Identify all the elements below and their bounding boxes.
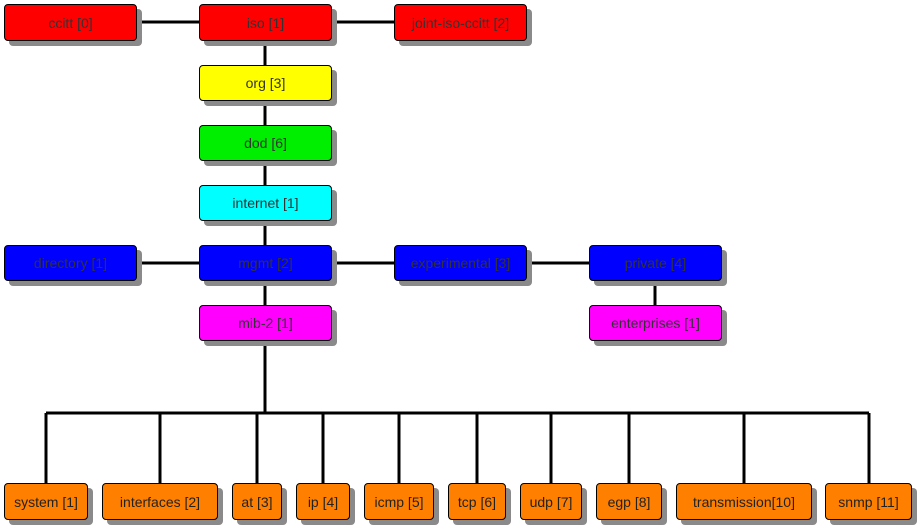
node-label: tcp [6] <box>457 493 497 510</box>
node-experimental[interactable]: experimental [3] <box>394 245 527 281</box>
node-system[interactable]: system [1] <box>4 483 88 520</box>
node-private[interactable]: private [4] <box>589 245 722 281</box>
node-org[interactable]: org [3] <box>199 65 332 101</box>
node-label: transmission[10] <box>693 493 795 510</box>
node-joint-iso-ccitt[interactable]: joint-iso-ccitt [2] <box>394 4 527 41</box>
node-label: mib-2 [1] <box>238 315 293 331</box>
node-dod[interactable]: dod [6] <box>199 125 332 161</box>
node-ip[interactable]: ip [4] <box>296 483 350 520</box>
node-internet[interactable]: internet [1] <box>199 185 332 221</box>
node-label: ip [4] <box>307 493 339 510</box>
node-transmission[interactable]: transmission[10] <box>676 483 812 520</box>
node-directory[interactable]: directory [1] <box>4 245 137 281</box>
node-label: icmp [5] <box>374 493 424 510</box>
node-label: org [3] <box>245 75 286 91</box>
node-label: interfaces [2] <box>119 493 201 510</box>
node-label: enterprises [1] <box>611 315 700 331</box>
node-label: snmp [11] <box>838 493 899 510</box>
node-icmp[interactable]: icmp [5] <box>364 483 434 520</box>
node-label: system [1] <box>14 493 78 510</box>
node-mgmt[interactable]: mgmt [2] <box>199 245 332 281</box>
node-label: joint-iso-ccitt [2] <box>411 14 510 31</box>
node-udp[interactable]: udp [7] <box>520 483 582 520</box>
node-label: at [3] <box>241 493 273 510</box>
node-iso[interactable]: iso [1] <box>199 4 332 41</box>
node-label: dod [6] <box>244 135 287 151</box>
node-label: udp [7] <box>529 493 573 510</box>
node-snmp[interactable]: snmp [11] <box>825 483 912 520</box>
node-label: directory [1] <box>33 255 108 271</box>
node-label: ccitt [0] <box>48 14 93 31</box>
node-at[interactable]: at [3] <box>232 483 282 520</box>
node-label: internet [1] <box>232 195 299 211</box>
node-mib-2[interactable]: mib-2 [1] <box>199 305 332 341</box>
node-egp[interactable]: egp [8] <box>596 483 662 520</box>
node-enterprises[interactable]: enterprises [1] <box>589 305 722 341</box>
node-label: egp [8] <box>607 493 651 510</box>
node-label: experimental [3] <box>410 255 511 271</box>
node-label: iso [1] <box>246 14 285 31</box>
node-label: private [4] <box>624 255 687 271</box>
node-tcp[interactable]: tcp [6] <box>448 483 506 520</box>
node-ccitt[interactable]: ccitt [0] <box>4 4 137 41</box>
node-interfaces[interactable]: interfaces [2] <box>102 483 218 520</box>
node-label: mgmt [2] <box>238 255 293 271</box>
